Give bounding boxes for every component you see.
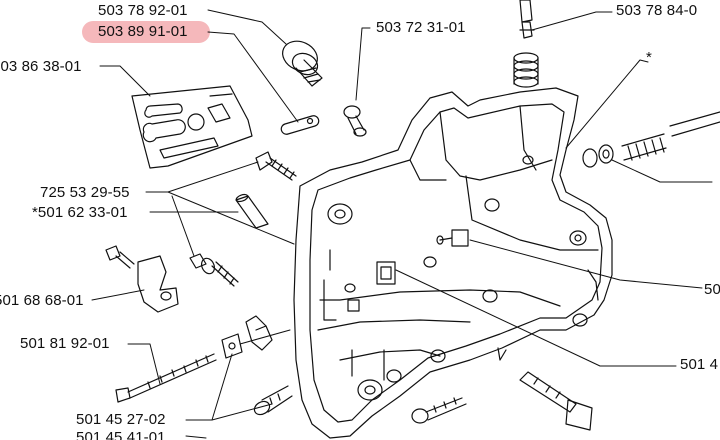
highlight-ellipse [82, 21, 210, 43]
sleeve-part [235, 193, 268, 228]
label-503-78-92-01: 503 78 92-01 [98, 2, 188, 19]
pin-part [281, 116, 318, 134]
right-bolt-part [520, 372, 592, 430]
label-asterisk: * [646, 49, 652, 66]
label-501-68-68-01: 501 68 68-01 [0, 292, 84, 309]
label-503-72-31-01: 503 72 31-01 [376, 19, 466, 36]
screw-part-c [252, 386, 292, 417]
small-bolt-part [344, 106, 366, 136]
screw-part-d [412, 398, 466, 423]
screw-part-b [190, 254, 238, 286]
label-503-86-38-01: 503 86 38-01 [0, 58, 82, 75]
long-bolt-part [116, 334, 242, 402]
chain-catcher-part [106, 246, 178, 312]
leader-lines [91, 9, 713, 439]
label-501-81-92-01: 501 81 92-01 [20, 335, 110, 352]
adjuster-part [437, 230, 468, 246]
clutch-cover-housing [294, 88, 612, 438]
label-503-78-84-0: 503 78 84-0 [616, 2, 698, 19]
plug-part [278, 36, 322, 86]
clip-part [246, 316, 272, 350]
right-spring-part [583, 112, 720, 167]
label-501-62-33-01: *501 62 33-01 [32, 204, 128, 221]
label-501-4-right: 501 4 [680, 356, 719, 373]
label-725-53-29-55: 725 53 29-55 [40, 184, 130, 201]
label-501-45-41-01: 501 45 41-01 [76, 429, 166, 440]
label-501-45-27-02: 501 45 27-02 [76, 411, 166, 428]
screw-part-a [256, 152, 296, 180]
spring-part [514, 0, 538, 87]
label-50-right: 50 [704, 281, 720, 298]
guide-plate-part [132, 86, 252, 168]
label-503-89-91-01: 503 89 91-01 [98, 23, 188, 40]
